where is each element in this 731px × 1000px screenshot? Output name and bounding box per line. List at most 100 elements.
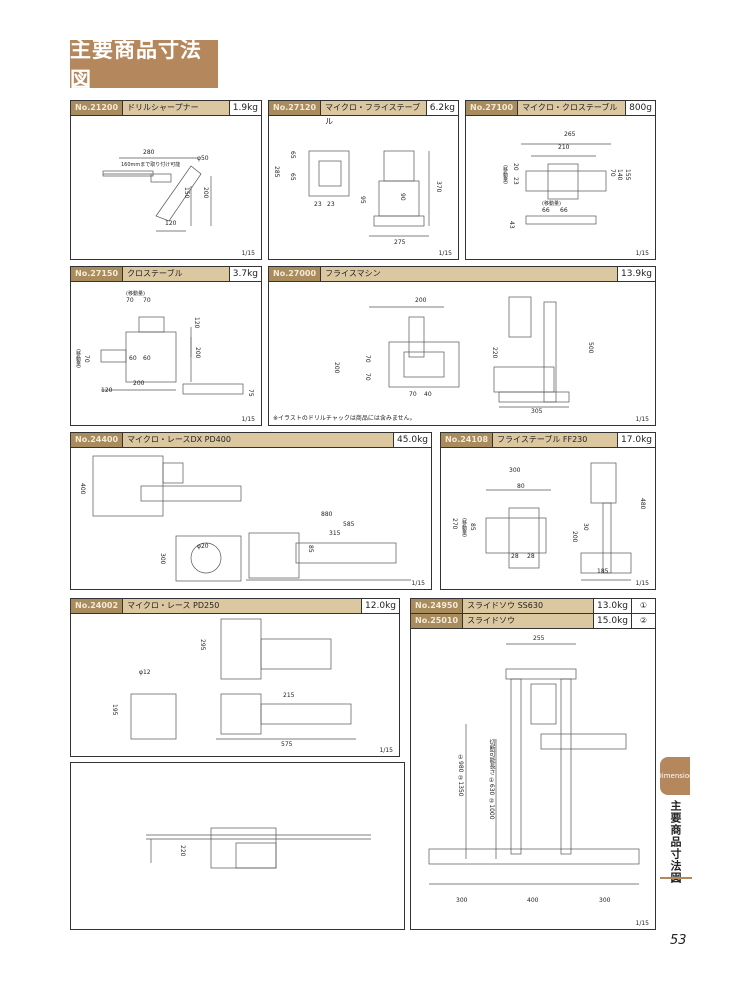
product-name: スライドソウ SS630	[463, 599, 594, 613]
dim-label: 70	[409, 391, 417, 398]
dim-label: 280	[143, 149, 155, 156]
dim-label: 585	[343, 521, 355, 528]
footnote: ※イラストのドリルチャックは商品には含みません。	[273, 415, 416, 422]
dim-label: 70	[83, 355, 90, 363]
dim-label: (移動量)	[502, 165, 508, 184]
product-name: マイクロ・レース PD250	[123, 599, 362, 613]
scale-label: 1/15	[241, 416, 255, 423]
dim-label: 28	[527, 553, 535, 560]
dim-label: 300	[456, 897, 468, 904]
product-weight: 17.0kg	[617, 433, 655, 447]
scale-label: 1/15	[379, 747, 393, 754]
dim-label: 215	[283, 692, 295, 699]
scale-label: 1/15	[411, 580, 425, 587]
dim-label: 70	[143, 297, 151, 304]
dim-label: 65	[289, 151, 296, 159]
dim-label: 160mmまで取り付け可能	[121, 162, 181, 168]
dim-label: 80	[517, 483, 525, 490]
dim-label: 150	[183, 187, 190, 199]
dim-label: 300	[599, 897, 611, 904]
dim-label: 275	[394, 239, 406, 246]
cross-table-drawing	[100, 316, 244, 395]
product-number: No.25010	[411, 614, 464, 628]
dim-label: 70	[364, 355, 371, 363]
slide-saw-top-drawing	[146, 827, 371, 869]
product-name: マイクロ・フライステーブル	[321, 101, 426, 126]
dim-label: 285	[273, 166, 280, 178]
dim-label: 270	[451, 518, 458, 530]
dim-label: 200	[194, 347, 201, 359]
dim-label: 28	[511, 553, 519, 560]
dim-label: 43	[508, 221, 515, 229]
dim-label: 120	[101, 387, 113, 394]
dim-label: 23	[314, 201, 322, 208]
product-weight: 13.0kg	[593, 599, 631, 613]
lathe-drawing	[130, 618, 356, 740]
dim-label: (移動量)	[75, 349, 81, 368]
section-tab[interactable]: Dimension	[656, 757, 694, 795]
dim-label: 195	[111, 704, 118, 716]
scale-label: 1/15	[635, 250, 649, 257]
product-weight: 12.0kg	[361, 599, 399, 613]
product-number: No.21200	[71, 101, 124, 115]
dim-label: 300	[509, 467, 521, 474]
product-number: No.27100	[466, 101, 519, 115]
product-weight: 3.7kg	[228, 267, 261, 281]
product-name: フライステーブル FF230	[493, 433, 618, 447]
dim-label: 66	[560, 207, 568, 214]
product-weight: 800g	[625, 101, 655, 115]
product-number: No.27150	[71, 267, 124, 281]
product-weight: 6.2kg	[425, 101, 458, 115]
dim-label: 40	[424, 391, 432, 398]
dim-label: 200	[333, 362, 340, 374]
dim-label: 300	[159, 553, 166, 565]
dim-label: 400	[79, 483, 86, 495]
dim-label: 75	[247, 389, 254, 397]
dim-label: 70	[364, 373, 371, 381]
product-name: スライドソウ	[463, 614, 594, 628]
dim-label: 85	[307, 545, 314, 553]
dim-label: 185	[597, 568, 609, 575]
dim-label: 880	[321, 511, 333, 518]
product-number: No.27000	[269, 267, 322, 281]
dim-label: 23	[512, 177, 519, 185]
product-number: No.27120	[269, 101, 322, 115]
dim-label: 255	[533, 635, 545, 642]
product-name: マイクロ・レースDX PD400	[123, 433, 394, 447]
slide-saw-drawing	[428, 643, 640, 885]
dim-label: 30	[582, 523, 589, 531]
milling-machine-drawing	[369, 296, 570, 408]
dim-label: 220	[179, 845, 186, 857]
dim-label: 70	[609, 169, 616, 177]
scale-label: 1/15	[241, 250, 255, 257]
product-weight: 1.9kg	[228, 101, 261, 115]
scale-label: 1/15	[635, 580, 649, 587]
dim-label: 23	[327, 201, 335, 208]
divider	[660, 877, 692, 879]
scale-label: 1/15	[635, 920, 649, 927]
dim-label: φ50	[197, 155, 209, 162]
scale-label: 1/15	[438, 250, 452, 257]
product-number: No.24002	[71, 599, 124, 613]
scale-label: 1/15	[635, 416, 649, 423]
section-tab-label: 主要商品寸法図	[669, 800, 682, 884]
cross-table-drawing	[521, 143, 611, 225]
dim-label: 210	[558, 144, 570, 151]
product-name: クロステーブル	[123, 267, 229, 281]
dim-label: 500	[587, 342, 594, 354]
product-weight: 13.9kg	[617, 267, 655, 281]
product-name: マイクロ・クロステーブル	[518, 101, 626, 115]
dim-label: 200	[415, 297, 427, 304]
dim-label: 85	[469, 523, 476, 531]
dim-label: 220	[491, 347, 498, 359]
dim-label: 切断可能長さ ①630 ②1000	[488, 739, 495, 820]
dim-label: φ12	[139, 669, 151, 676]
dim-label: 20	[512, 163, 519, 171]
product-name: フライスマシン	[321, 267, 618, 281]
